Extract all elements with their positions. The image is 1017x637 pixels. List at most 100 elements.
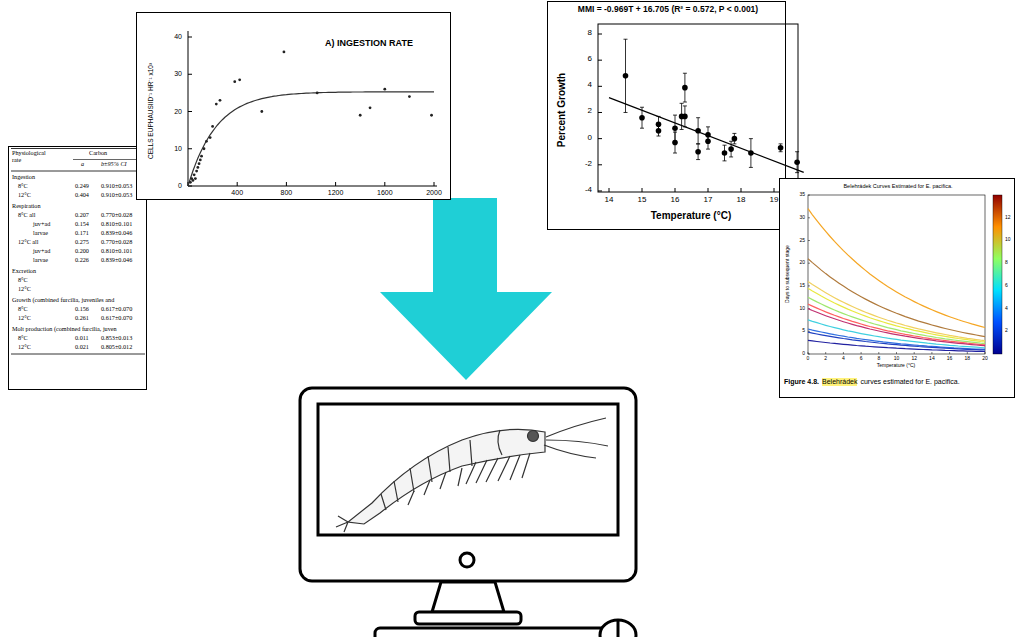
table-cell: 12°C [18,192,31,199]
tick-label: 30 [174,70,182,78]
colorbar-tick: 10 [1005,237,1011,243]
data-point [260,110,263,113]
plot-line [967,352,968,354]
data-point [695,128,701,134]
tick-label: 0 [807,356,810,362]
plot-line [673,153,677,154]
plot-line [843,352,844,354]
tick-label: 5 [802,328,805,334]
plot-line [683,73,687,74]
development-curve [808,332,985,350]
table-cell: Carbon [89,150,107,157]
data-point [205,140,208,143]
table-cell: 8°C [18,335,28,342]
data-point [672,125,678,131]
table-cell: 0.154 [75,221,89,228]
tick-label: 2 [588,107,592,116]
data-point [705,138,711,144]
plot-line [640,107,644,108]
table-cell: 0.810±0.101 [101,221,132,228]
table-cell: larvae [33,230,48,237]
plot-line [914,352,915,354]
data-point [193,173,196,176]
figure-panel: Physiological rateCarbonab±95% CIIngesti… [8,146,147,390]
plot-line [598,138,602,139]
plot-line [434,182,435,186]
colorbar-tick: 6 [1005,283,1008,289]
table-cell: 8°C [18,183,28,190]
data-point [695,149,701,155]
plot-line [696,117,700,118]
plot-line [598,60,602,61]
data-point [369,106,372,109]
tick-label: 35 [799,192,805,198]
tick-label: 15 [638,196,647,205]
colorbar-tick: 12 [1005,215,1011,221]
tick-label: 8 [877,356,880,362]
data-point [639,115,645,121]
plot-line [642,188,643,192]
table-cell: larvae [33,257,48,264]
tick-label: 1200 [328,189,344,197]
table-cell: 8°C [18,277,28,284]
plot-line [188,37,192,38]
plot-line [949,352,950,354]
plot-line [774,188,775,192]
plot-line [808,240,810,241]
table-cell: 0.770±0.028 [101,239,132,246]
plot-line [683,105,687,106]
chart-title: MMI = -0.969T + 16.705 (R² = 0.572, P < … [578,5,758,14]
plot-line [706,149,710,150]
plot-line [683,126,687,127]
plot-line [673,132,677,133]
plot-line [861,352,862,354]
plot-line [188,74,192,75]
plot-frame [808,195,985,354]
colorbar [993,195,1002,354]
plot-line [729,141,733,142]
table-cell: b±95% CI [101,161,127,168]
table-cell: 0.810±0.101 [101,248,132,255]
data-point [732,136,738,142]
data-point [722,150,728,156]
tick-label: 25 [799,238,805,244]
data-point [200,155,203,158]
plot-line [598,112,602,113]
table-cell: 0.275 [75,239,89,246]
table-cell: Physiological rate [12,150,56,164]
plot-line [749,138,753,139]
table-cell: 0.853±0.013 [101,335,132,342]
data-point [656,128,662,134]
table-cell: 0.910±0.053 [101,192,132,199]
table-cell: 0.839±0.046 [101,230,132,237]
tick-label: 2000 [426,189,442,197]
tick-label: 10 [174,145,182,153]
plot-line [640,128,644,129]
tick-label: 4 [588,81,592,90]
plot-line [73,159,145,160]
table-cell: Growth (combined furcilia, juveniles and [12,297,114,304]
tick-label: 4 [842,356,845,362]
plot-line [609,188,610,192]
development-curve [808,329,985,349]
data-point [215,103,218,106]
data-point [383,88,386,91]
data-point [192,179,195,182]
plot-line [825,352,826,354]
table-cell: 0.207 [75,212,89,219]
plot-line [931,352,932,354]
tick-label: 20 [982,356,988,362]
data-point [194,177,197,180]
plot-line [723,160,727,161]
plot-line [878,352,879,354]
tick-label: 17 [704,196,713,205]
tick-label: 0 [802,351,805,357]
tick-label: 12 [911,356,917,362]
table-cell: 12°C [18,315,31,322]
caption: Belehrádek [822,378,857,386]
table-cell: 0.200 [75,248,89,255]
data-point [682,85,688,91]
plot-line [598,190,602,191]
plot-line [237,182,238,186]
table-cell: 0.261 [75,315,89,322]
